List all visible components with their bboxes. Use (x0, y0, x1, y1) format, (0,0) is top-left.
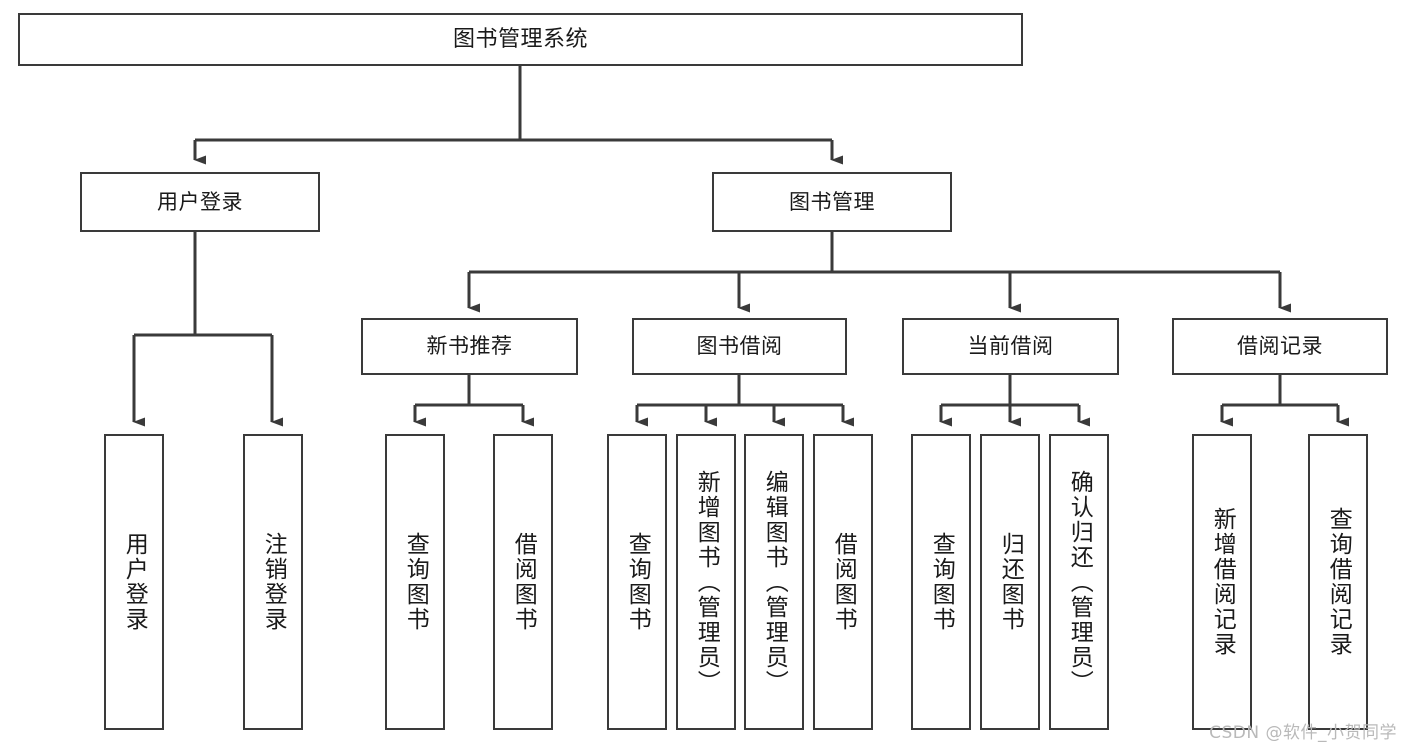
node-label: 借阅图书 (510, 532, 537, 632)
leaf-borrow-record-add[interactable]: 新增借阅记录 (1192, 434, 1252, 730)
leaf-current-borrow-query[interactable]: 查询图书 (911, 434, 971, 730)
node-label: 图书管理系统 (452, 26, 588, 52)
node-current-borrow[interactable]: 当前借阅 (902, 318, 1119, 375)
node-user-login[interactable]: 用户登录 (80, 172, 320, 232)
node-label: 借阅记录 (1237, 334, 1323, 359)
node-label: 新增借阅记录 (1209, 507, 1236, 657)
node-borrow-record[interactable]: 借阅记录 (1172, 318, 1388, 375)
leaf-user-login-signin[interactable]: 用户登录 (104, 434, 164, 730)
leaf-book-borrow-add[interactable]: 新增图书（管理员） (676, 434, 736, 730)
node-label: 归还图书 (997, 532, 1024, 632)
node-label: 新书推荐 (426, 334, 513, 359)
node-label: 借阅图书 (830, 532, 857, 632)
leaf-borrow-record-query[interactable]: 查询借阅记录 (1308, 434, 1368, 730)
leaf-new-book-query[interactable]: 查询图书 (385, 434, 445, 730)
watermark-text: CSDN @软件_小贺同学 (1209, 723, 1397, 743)
node-label: 图书管理 (789, 189, 875, 214)
node-label: 用户登录 (121, 532, 148, 632)
node-book-management[interactable]: 图书管理 (712, 172, 952, 232)
node-label: 注销登录 (260, 532, 287, 632)
node-label: 确认归还（管理员） (1066, 469, 1093, 695)
leaf-book-borrow-edit[interactable]: 编辑图书（管理员） (744, 434, 804, 730)
leaf-book-borrow-query[interactable]: 查询图书 (607, 434, 667, 730)
node-label: 查询图书 (624, 532, 651, 632)
leaf-new-book-borrow[interactable]: 借阅图书 (493, 434, 553, 730)
leaf-user-login-signout[interactable]: 注销登录 (243, 434, 303, 730)
leaf-book-borrow-borrow[interactable]: 借阅图书 (813, 434, 873, 730)
node-label: 查询借阅记录 (1325, 507, 1352, 657)
node-label: 查询图书 (928, 532, 955, 632)
node-new-book-recommend[interactable]: 新书推荐 (361, 318, 578, 375)
leaf-current-borrow-confirm[interactable]: 确认归还（管理员） (1049, 434, 1109, 730)
node-label: 查询图书 (402, 532, 429, 632)
node-book-borrow[interactable]: 图书借阅 (632, 318, 847, 375)
node-label: 图书借阅 (696, 334, 783, 359)
node-label: 编辑图书（管理员） (761, 469, 788, 695)
node-label: 新增图书（管理员） (693, 469, 720, 695)
node-label: 用户登录 (157, 189, 243, 214)
node-root-system[interactable]: 图书管理系统 (18, 13, 1023, 66)
node-label: 当前借阅 (967, 334, 1054, 359)
leaf-current-borrow-return[interactable]: 归还图书 (980, 434, 1040, 730)
